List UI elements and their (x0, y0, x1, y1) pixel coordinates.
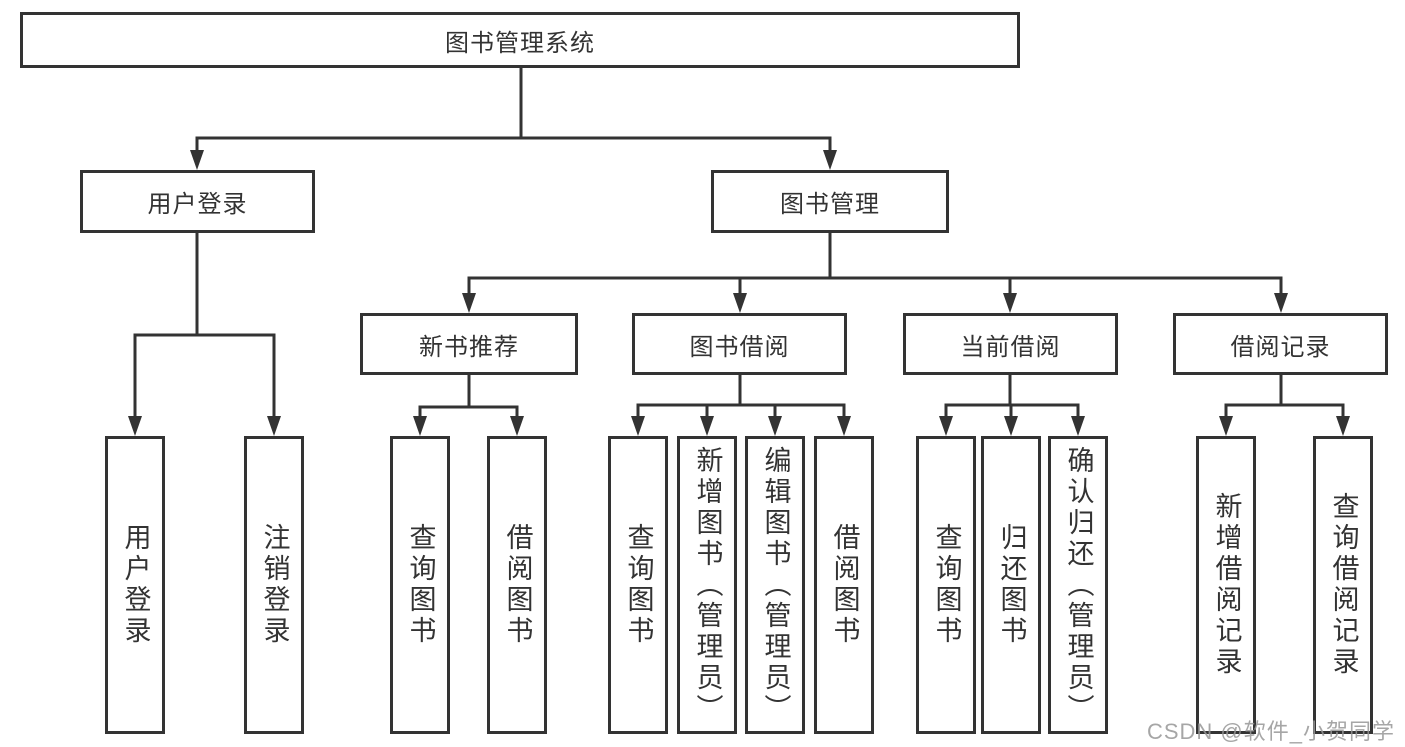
node-label: 新增图书（管理员） (692, 445, 723, 725)
node-label: 用户登录 (120, 523, 151, 647)
node-label: 用户登录 (147, 191, 248, 218)
leaf-borrow-books: 借阅图书 (814, 436, 874, 734)
arrowhead-icons (128, 150, 1350, 436)
node-new-book-recommend: 新书推荐 (360, 313, 578, 375)
node-label: 当前借阅 (960, 333, 1061, 361)
node-borrow-records: 借阅记录 (1173, 313, 1388, 375)
node-label: 编辑图书（管理员） (760, 445, 791, 725)
leaf-edit-books-admin: 编辑图书（管理员） (745, 436, 805, 734)
leaf-logout: 注销登录 (244, 436, 304, 734)
leaf-return-books: 归还图书 (981, 436, 1041, 734)
leaf-add-books-admin: 新增图书（管理员） (677, 436, 737, 734)
node-label: 借阅记录 (1230, 333, 1331, 361)
leaf-query-books-borrow: 查询图书 (608, 436, 668, 734)
node-library-management-system: 图书管理系统 (20, 12, 1020, 68)
node-label: 查询图书 (405, 523, 436, 647)
node-user-login: 用户登录 (80, 170, 315, 233)
node-label: 归还图书 (996, 523, 1027, 647)
node-label: 查询图书 (623, 523, 654, 647)
node-label: 新增借阅记录 (1211, 492, 1242, 678)
leaf-query-books-recommend: 查询图书 (390, 436, 450, 734)
csdn-watermark: CSDN @软件_小贺同学 (1146, 719, 1395, 744)
leaf-borrow-books-recommend: 借阅图书 (487, 436, 547, 734)
node-label: 图书借阅 (689, 333, 790, 361)
node-label: 图书管理系统 (445, 29, 595, 57)
node-label: 注销登录 (259, 523, 290, 647)
node-label: 查询图书 (931, 523, 962, 647)
leaf-add-borrow-record: 新增借阅记录 (1196, 436, 1256, 734)
node-current-borrow: 当前借阅 (903, 313, 1118, 375)
leaf-user-login: 用户登录 (105, 436, 165, 734)
leaf-query-borrow-record: 查询借阅记录 (1313, 436, 1373, 734)
leaf-query-books-current: 查询图书 (916, 436, 976, 734)
node-label: 借阅图书 (829, 523, 860, 647)
node-label: 借阅图书 (502, 523, 533, 647)
node-label: 确认归还（管理员） (1063, 445, 1094, 725)
node-label: 图书管理 (780, 191, 880, 218)
node-book-management: 图书管理 (711, 170, 949, 233)
node-book-borrow: 图书借阅 (632, 313, 847, 375)
node-label: 查询借阅记录 (1328, 492, 1359, 678)
leaf-confirm-return-admin: 确认归还（管理员） (1048, 436, 1108, 734)
node-label: 新书推荐 (419, 333, 519, 361)
